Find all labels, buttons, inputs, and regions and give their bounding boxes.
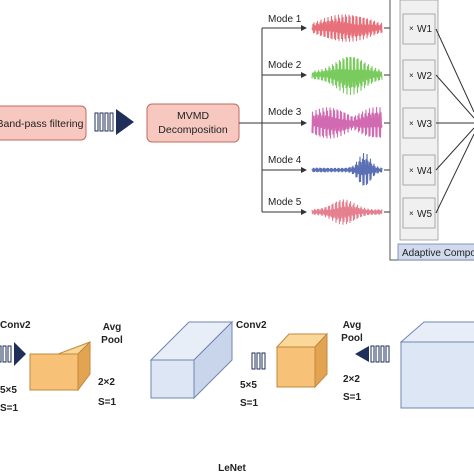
weight-w3: W3 — [417, 119, 432, 130]
avgpool-title-1a: Avg — [103, 322, 122, 333]
weight-cells — [402, 13, 436, 229]
combine-lines — [435, 28, 474, 214]
adaptive-bar — [397, 243, 474, 261]
mode-5-label: Mode 5 — [268, 197, 302, 208]
mode-4-waveform — [311, 152, 383, 186]
conv2-title-1: Conv2 — [0, 320, 31, 331]
weight-prefix-1: × — [409, 24, 414, 33]
avgpool-title-2b: Pool — [341, 333, 363, 344]
mode-1-label: Mode 1 — [268, 14, 302, 25]
avgpool-kernel-1: 2×2 — [98, 377, 115, 388]
lenet-arrow-left — [0, 342, 26, 366]
mode-5-waveform — [311, 199, 383, 225]
mode-2-waveform — [311, 56, 383, 96]
weight-prefix-5: × — [409, 209, 414, 218]
avgpool-title-2a: Avg — [343, 320, 362, 331]
bandpass-label: Band-pass filtering — [0, 118, 84, 130]
weight-prefix-2: × — [409, 71, 414, 80]
conv2-kernel-2: 5×5 — [240, 380, 257, 391]
weight-prefix-4: × — [409, 166, 414, 175]
weight-w1: W1 — [417, 24, 432, 35]
weight-labels: × W1 × W2 × W3 × W4 × W5 — [409, 24, 432, 220]
mode-waveforms — [311, 14, 383, 225]
conv2-feature-block-1 — [29, 340, 91, 392]
weight-w4: W4 — [417, 166, 432, 177]
conv2-stride-1: S=1 — [0, 403, 19, 414]
mode-4-label: Mode 4 — [268, 155, 302, 166]
mode-2-label: Mode 2 — [268, 60, 302, 71]
bandpass-box — [0, 105, 87, 141]
weight-prefix-3: × — [409, 119, 414, 128]
flow-arrow-1 — [94, 109, 134, 135]
mode-3-waveform — [311, 106, 383, 139]
conv2-title-2: Conv2 — [236, 320, 267, 331]
weight-w5: W5 — [417, 209, 432, 220]
input-feature-block — [399, 321, 474, 409]
avgpool-stride-1: S=1 — [98, 397, 117, 408]
avgpool-title-1b: Pool — [101, 335, 123, 346]
mode-3-label: Mode 3 — [268, 107, 302, 118]
lenet-arrow-right — [355, 345, 390, 363]
branch-lines — [239, 25, 307, 215]
lenet-caption: LeNet — [218, 463, 246, 474]
adaptive-label: Adaptive Compo — [402, 248, 474, 259]
conv2-kernel-1: 5×5 — [0, 385, 17, 396]
weight-w2: W2 — [417, 71, 432, 82]
lenet-arrow-mid — [251, 352, 266, 370]
avgpool-kernel-2: 2×2 — [343, 374, 360, 385]
avgpool-stride-2: S=1 — [343, 392, 362, 403]
mvmd-label-line1: MVMD — [177, 110, 209, 122]
mvmd-label-line2: Decomposition — [158, 124, 228, 136]
mode-1-waveform — [311, 14, 383, 42]
conv2-feature-block-3 — [275, 332, 329, 389]
conv2-stride-2: S=1 — [240, 398, 259, 409]
conv2-feature-block-2 — [149, 320, 234, 400]
